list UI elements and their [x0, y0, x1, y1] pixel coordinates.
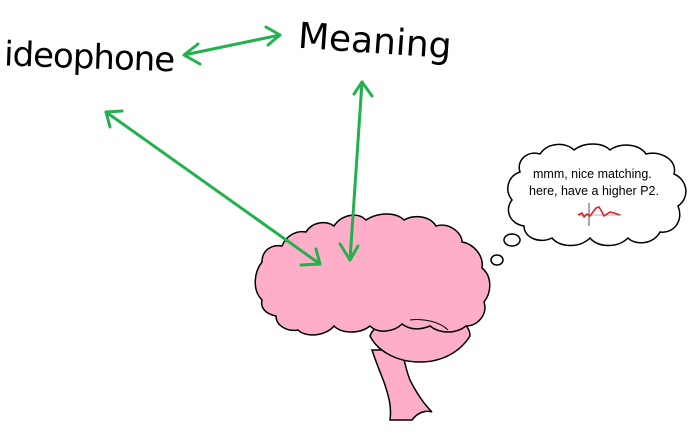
- ideophone-label: ideophone: [3, 34, 175, 80]
- meaning-label: Meaning: [297, 16, 453, 68]
- cerebrum: [254, 213, 491, 336]
- arrow-ideophone-brain: [104, 109, 322, 267]
- brain-fold: [409, 319, 449, 331]
- thought-trail-small: [490, 254, 504, 266]
- erp-waveform-icon: [577, 203, 622, 226]
- thought-bubble: mmm, nice matching. here, have a higher …: [490, 143, 687, 266]
- thought-trail-large: [503, 233, 521, 247]
- thought-cloud: [507, 143, 687, 247]
- arrow-meaning-brain: [338, 80, 374, 262]
- brain-icon: [254, 213, 491, 421]
- arrows: [104, 25, 374, 267]
- thought-line-2: here, have a higher P2.: [529, 184, 659, 198]
- arrow-ideophone-meaning: [182, 25, 282, 66]
- thought-line-1: mmm, nice matching.: [533, 167, 652, 181]
- erp-trace: [577, 206, 621, 218]
- brain-stem: [370, 349, 433, 421]
